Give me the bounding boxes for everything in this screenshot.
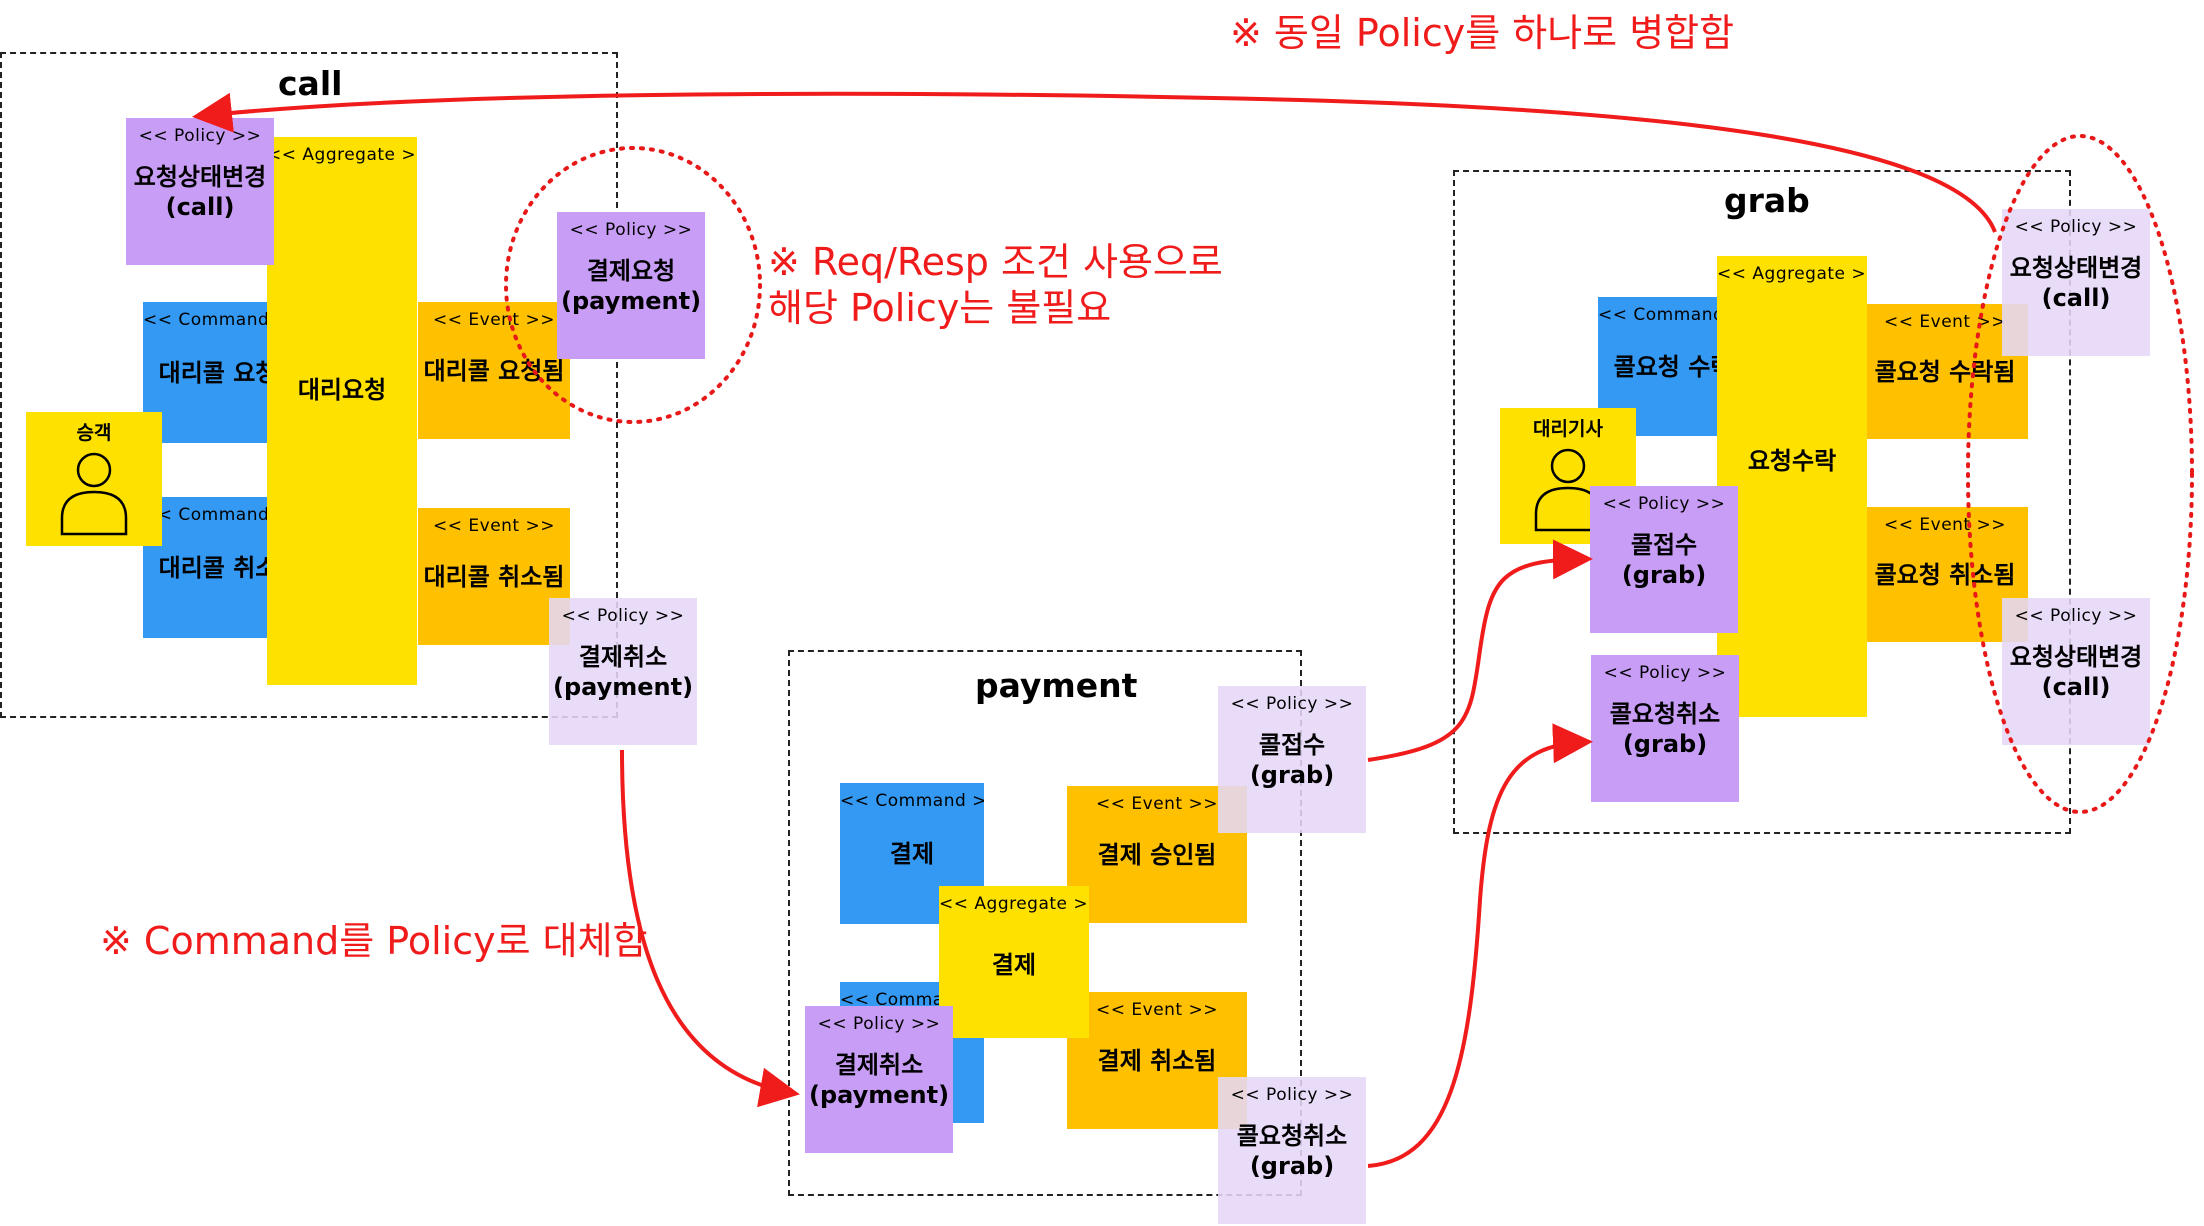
sticky-type: << Command >>	[143, 310, 293, 330]
sticky-type: << Event >>	[433, 516, 555, 536]
sticky-name: 요청상태변경 (call)	[2009, 253, 2143, 312]
aggregate-call: << Aggregate >> 대리요청	[267, 137, 417, 685]
context-call-title: call	[278, 64, 343, 103]
sticky-name: 대리콜 요청됨	[423, 356, 565, 385]
sticky-name: 요청수락	[1747, 447, 1837, 475]
context-payment-title: payment	[975, 666, 1138, 705]
sticky-type: << Policy >>	[1602, 494, 1726, 514]
sticky-name: 요청상태변경 (call)	[133, 162, 267, 221]
sticky-type: << Event >>	[1884, 515, 2006, 535]
sticky-type: << Aggregate >>	[939, 894, 1089, 914]
aggregate-grab: << Aggregate >> 요청수락	[1717, 256, 1867, 717]
policy-payment-cancel-light: << Policy >> 결제취소 (payment)	[549, 598, 697, 745]
context-grab-title: grab	[1724, 181, 1810, 220]
sticky-name: 결제 승인됨	[1097, 840, 1217, 869]
sticky-type: << Event >>	[1096, 794, 1218, 814]
policy-call-status-change: << Policy >> 요청상태변경 (call)	[126, 118, 274, 265]
sticky-name: 콜요청 수락	[1613, 352, 1733, 381]
command-payment-pay: << Command >> 결제	[840, 783, 984, 924]
policy-payment-request: << Policy >> 결제요청 (payment)	[557, 212, 705, 359]
note-merge-policy: ※ 동일 Policy를 하나로 병합함	[1230, 11, 1735, 55]
sticky-name: 결제요청 (payment)	[560, 256, 702, 315]
sticky-type: << Policy >>	[138, 126, 262, 146]
sticky-name: 결제취소 (payment)	[808, 1050, 950, 1109]
sticky-name: 결제	[991, 951, 1037, 979]
actor-label: 승객	[76, 422, 112, 444]
sticky-type: << Policy >>	[2014, 217, 2138, 237]
sticky-type: << Policy >>	[817, 1014, 941, 1034]
sticky-type: << Policy >>	[561, 606, 685, 626]
sticky-type: << Aggregate >>	[267, 145, 417, 165]
event-call-requested: << Event >> 대리콜 요청됨	[418, 302, 570, 439]
sticky-name: 콜요청취소 (grab)	[1236, 1121, 1348, 1180]
actor-customer: 승객	[26, 412, 162, 546]
sticky-type: << Event >>	[1096, 1000, 1218, 1020]
policy-payment-to-grab-cancel: << Policy >> 콜요청취소 (grab)	[1218, 1077, 1366, 1224]
policy-grab-cancel: << Policy >> 콜요청취소 (grab)	[1591, 655, 1739, 802]
person-icon	[60, 452, 128, 536]
sticky-name: 콜요청취소 (grab)	[1609, 699, 1721, 758]
sticky-type: << Policy >>	[1603, 663, 1727, 683]
event-payment-cancelled: << Event >> 결제 취소됨	[1067, 992, 1247, 1129]
sticky-name: 콜접수 (grab)	[1249, 730, 1335, 789]
sticky-type: << Command >>	[840, 791, 984, 811]
sticky-type: << Command >>	[1598, 305, 1748, 325]
sticky-name: 요청상태변경 (call)	[2009, 642, 2143, 701]
sticky-name: 대리요청	[297, 376, 387, 404]
sticky-type: << Policy >>	[569, 220, 693, 240]
sticky-name: 결제 취소됨	[1097, 1046, 1217, 1075]
policy-grab-status-change-2: << Policy >> 요청상태변경 (call)	[2002, 598, 2150, 745]
sticky-type: << Policy >>	[1230, 1085, 1354, 1105]
actor-label: 대리기사	[1533, 418, 1603, 440]
policy-grab-receive: << Policy >> 콜접수 (grab)	[1590, 486, 1738, 633]
note-req-resp: ※ Req/Resp 조건 사용으로 해당 Policy는 불필요	[768, 240, 1223, 330]
sticky-name: 콜요청 취소됨	[1874, 560, 2016, 589]
event-payment-approved: << Event >> 결제 승인됨	[1067, 786, 1247, 923]
sticky-type: << Event >>	[433, 310, 555, 330]
note-command-replace: ※ Command를 Policy로 대체함	[100, 919, 648, 963]
policy-payment-to-grab-receive: << Policy >> 콜접수 (grab)	[1218, 686, 1366, 833]
sticky-name: 콜요청 수락됨	[1874, 357, 2016, 386]
sticky-name: 콜접수 (grab)	[1621, 530, 1707, 589]
event-call-cancelled: << Event >> 대리콜 취소됨	[418, 508, 570, 645]
policy-payment-cancel: << Policy >> 결제취소 (payment)	[805, 1006, 953, 1153]
replace-command-arrow	[620, 749, 800, 1108]
policy-grab-status-change-1: << Policy >> 요청상태변경 (call)	[2002, 209, 2150, 356]
sticky-type: << Policy >>	[2014, 606, 2138, 626]
sticky-type: << Command >>	[143, 505, 293, 525]
sticky-name: 결제취소 (payment)	[552, 642, 694, 701]
aggregate-payment: << Aggregate >> 결제	[939, 886, 1089, 1038]
sticky-type: << Policy >>	[1230, 694, 1354, 714]
sticky-type: << Aggregate >>	[1717, 264, 1867, 284]
sticky-name: 결제	[889, 839, 935, 868]
sticky-name: 대리콜 취소됨	[423, 562, 565, 591]
